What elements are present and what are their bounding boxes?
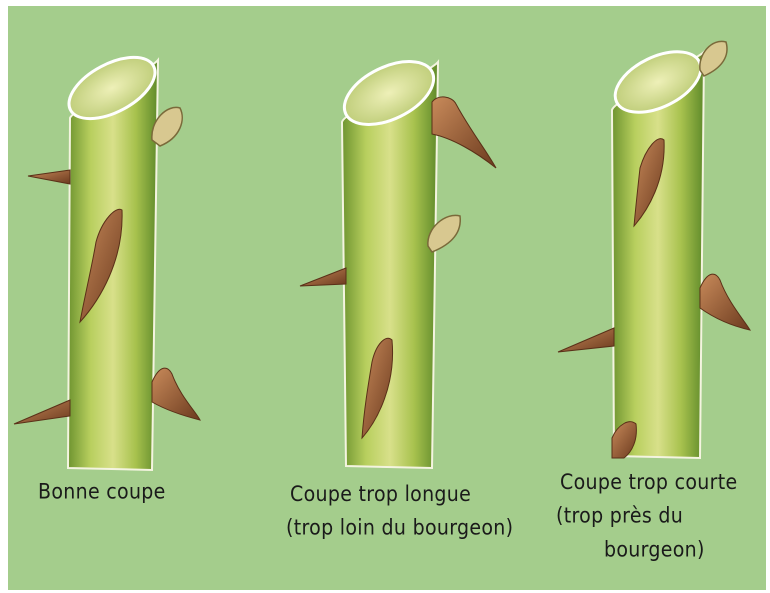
thorn (432, 97, 496, 168)
thorn (300, 268, 346, 286)
caption-line: Coupe trop courte (556, 469, 737, 496)
thorn (28, 170, 70, 184)
thorn (700, 274, 750, 330)
stem-too-long (300, 49, 496, 468)
thorn (558, 328, 614, 352)
bud (700, 41, 727, 76)
caption-line: Coupe trop longue (286, 481, 513, 508)
thorn (152, 368, 200, 420)
caption-line: (trop loin du bourgeon) (286, 514, 513, 541)
caption-line: (trop près du (556, 503, 737, 530)
thorn (14, 400, 70, 424)
caption-too-long: Coupe trop longue (trop loin du bourgeon… (286, 481, 513, 541)
stem-good-cut (14, 45, 200, 470)
stem-too-short (558, 39, 750, 458)
stem-body (612, 52, 704, 458)
caption-too-short: Coupe trop courte (trop près du bourgeon… (556, 469, 737, 563)
caption-line: bourgeon) (556, 536, 737, 563)
caption-line: Bonne coupe (38, 479, 166, 506)
caption-good-cut: Bonne coupe (38, 479, 166, 506)
